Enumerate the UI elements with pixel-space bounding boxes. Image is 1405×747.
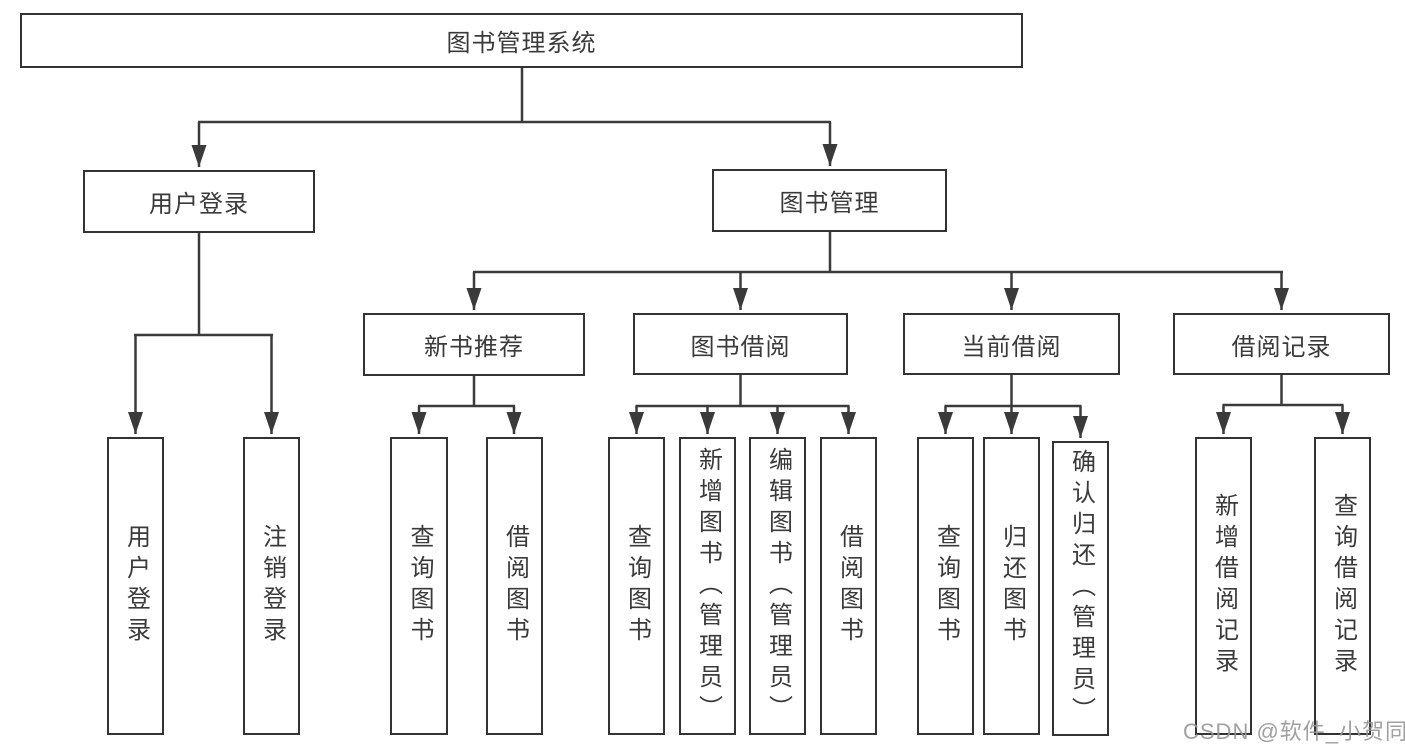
leaf-query-books-2-label: 查询图书 <box>623 524 651 648</box>
leaf-add-books-admin-label: 新增图书（管理员） <box>694 446 722 726</box>
leaf-borrow-books-2-label: 借阅图书 <box>835 524 863 648</box>
leaf-query-borrow-record-label: 查询借阅记录 <box>1329 493 1357 679</box>
node-root-system: 图书管理系统 <box>20 13 1023 68</box>
leaf-edit-books-admin: 编辑图书（管理员） <box>749 437 806 735</box>
leaf-confirm-return-admin: 确认归还（管理员） <box>1052 441 1109 736</box>
node-book-borrow: 图书借阅 <box>633 313 848 375</box>
node-new-book-recommend: 新书推荐 <box>363 313 585 376</box>
leaf-logout: 注销登录 <box>243 437 300 735</box>
leaf-user-login: 用户登录 <box>107 437 164 735</box>
leaf-add-books-admin: 新增图书（管理员） <box>679 437 736 735</box>
leaf-query-books: 查询图书 <box>390 437 448 735</box>
csdn-watermark: CSDN @软件_小贺同学 <box>1183 719 1405 744</box>
node-borrow-record: 借阅记录 <box>1173 313 1390 375</box>
node-current-borrow: 当前借阅 <box>903 313 1120 375</box>
leaf-return-books: 归还图书 <box>983 437 1040 735</box>
leaf-edit-books-admin-label: 编辑图书（管理员） <box>764 446 792 726</box>
leaf-query-books-3: 查询图书 <box>917 437 974 735</box>
leaf-logout-label: 注销登录 <box>258 524 286 648</box>
node-book-management: 图书管理 <box>712 169 947 232</box>
leaf-add-borrow-record-label: 新增借阅记录 <box>1210 493 1238 679</box>
leaf-borrow-books-label: 借阅图书 <box>501 524 529 648</box>
leaf-confirm-return-admin-label: 确认归还（管理员） <box>1067 449 1095 728</box>
leaf-add-borrow-record: 新增借阅记录 <box>1195 437 1252 735</box>
leaf-borrow-books: 借阅图书 <box>486 437 543 735</box>
leaf-borrow-books-2: 借阅图书 <box>820 437 877 735</box>
leaf-query-books-2: 查询图书 <box>608 437 665 735</box>
leaf-query-borrow-record: 查询借阅记录 <box>1314 437 1371 735</box>
leaf-query-books-label: 查询图书 <box>406 524 433 648</box>
leaf-return-books-label: 归还图书 <box>998 524 1026 648</box>
leaf-query-books-3-label: 查询图书 <box>932 524 960 648</box>
node-user-login: 用户登录 <box>83 170 315 233</box>
leaf-user-login-label: 用户登录 <box>122 524 150 648</box>
